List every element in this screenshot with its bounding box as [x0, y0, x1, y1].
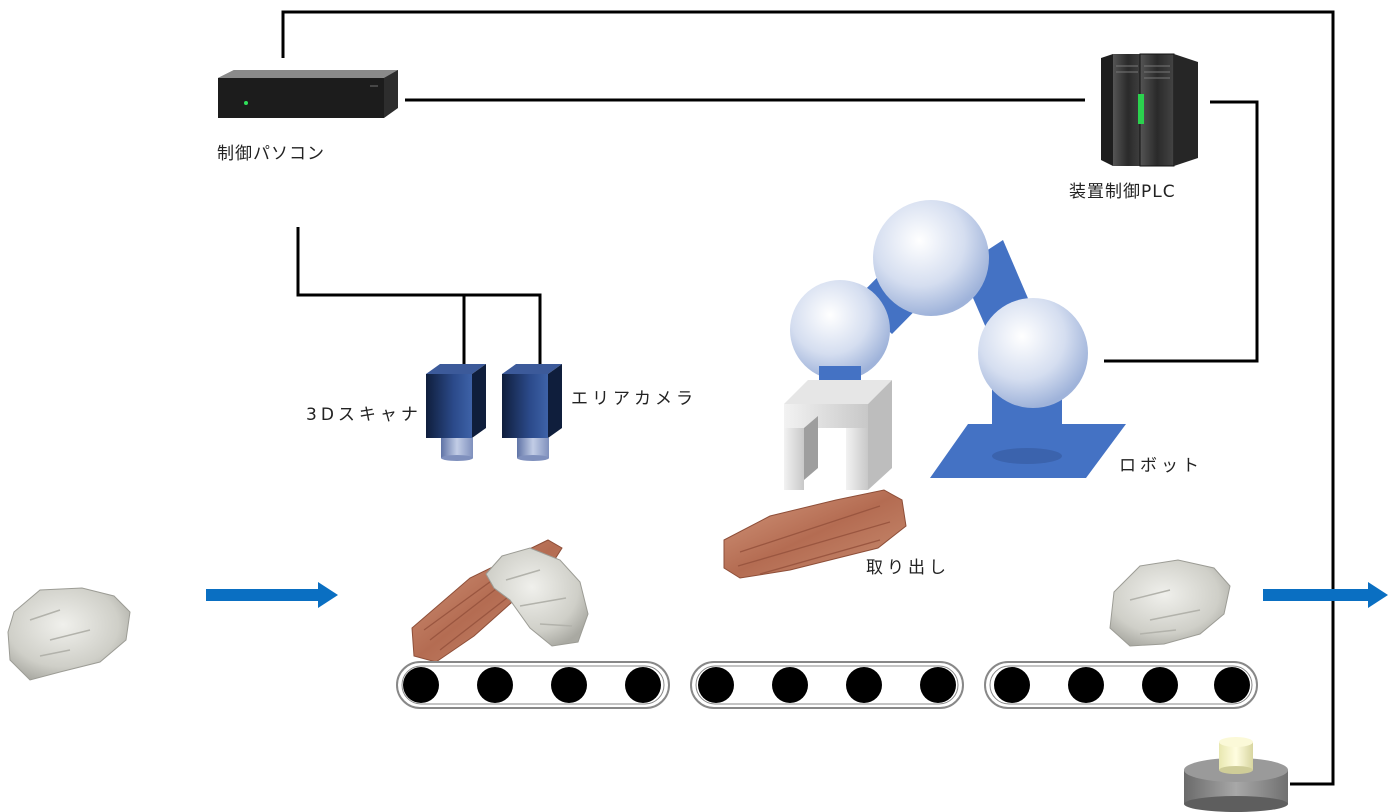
- flow-arrow-in: [206, 582, 338, 608]
- conveyor-roller: [1214, 667, 1250, 703]
- conveyor-roller: [994, 667, 1030, 703]
- sensor-cylinder-icon: [1184, 737, 1288, 812]
- sorted-concrete-chunk: [1109, 559, 1231, 647]
- robot-label: ロボット: [1119, 456, 1203, 476]
- conveyor-roller: [846, 667, 882, 703]
- conveyor-roller: [772, 667, 808, 703]
- 3d-scanner-camera-icon: [426, 364, 486, 461]
- area-camera-label: エリアカメラ: [571, 389, 697, 409]
- wiring: [281, 10, 1335, 786]
- robot-joint-wrist: [790, 280, 890, 380]
- wire-plc-to-robot: [1104, 100, 1259, 363]
- conveyor-roller: [403, 667, 439, 703]
- wire-pc-to-cameras: [296, 227, 542, 367]
- control-pc-label: 制御パソコン: [217, 144, 325, 164]
- conveyor-1: [396, 661, 670, 709]
- conveyor-3: [984, 661, 1258, 709]
- control-pc-icon: [218, 70, 398, 118]
- robot-joint-elbow: [873, 200, 989, 316]
- conveyor-roller: [1068, 667, 1104, 703]
- pick-out-label: 取り出し: [866, 558, 950, 578]
- robot-joint-shoulder: [978, 298, 1088, 408]
- picked-wood-piece: [723, 489, 907, 579]
- input-concrete-chunk: [7, 587, 131, 681]
- conveyor-roller: [625, 667, 661, 703]
- area-camera-icon: [502, 364, 562, 461]
- robot-arm-icon: [784, 200, 1126, 490]
- conveyor-roller: [920, 667, 956, 703]
- mixed-wood-concrete-pile: [411, 539, 589, 663]
- flow-arrow-out: [1263, 582, 1388, 608]
- conveyor-roller: [551, 667, 587, 703]
- device-plc-icon: [1101, 53, 1198, 167]
- device-plc-label: 装置制御PLC: [1069, 182, 1176, 202]
- conveyor-roller: [698, 667, 734, 703]
- conveyor-2: [690, 661, 964, 709]
- conveyor-roller: [477, 667, 513, 703]
- 3d-scanner-label: 3Dスキャナ: [306, 405, 422, 425]
- wire-pc-to-sensor: [281, 10, 1335, 786]
- conveyor-roller: [1142, 667, 1178, 703]
- robot-gripper: [784, 380, 892, 490]
